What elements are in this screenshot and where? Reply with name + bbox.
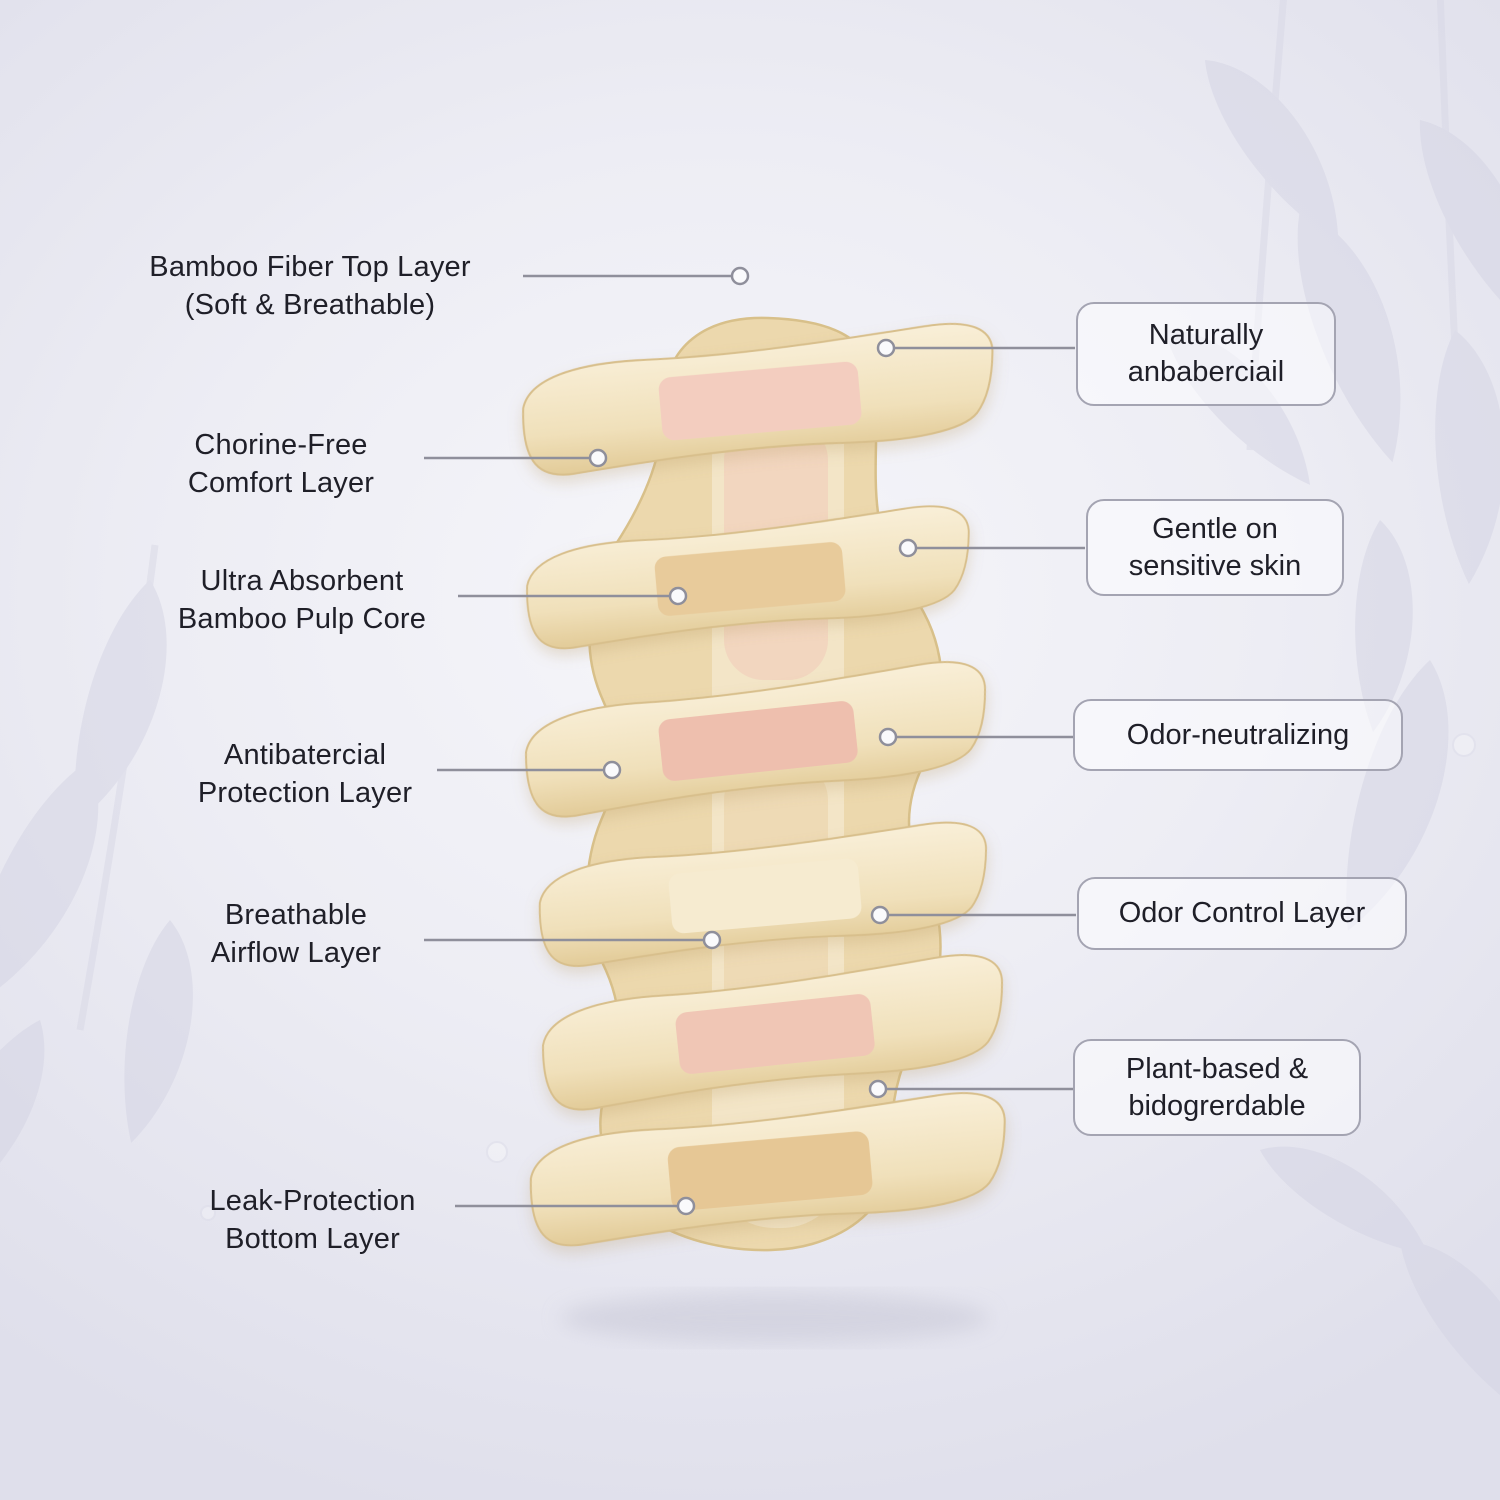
label-line: Leak-Protection (209, 1185, 416, 1217)
badge-line: Odor-neutralizing (1126, 718, 1350, 751)
label-ultra-absorbent-core: Ultra Absorbent Bamboo Pulp Core (142, 562, 462, 638)
label-line: Comfort Layer (187, 467, 375, 499)
badge-line: bidogrerdable (1128, 1089, 1306, 1122)
badge-line: anbaberciail (1127, 356, 1285, 388)
badge-line: Gentle on (1152, 512, 1278, 545)
label-line: Chorine-Free (194, 429, 368, 461)
label-line: Ultra Absorbent (200, 565, 404, 597)
label-antibacterial-protection-layer: Antibatercial Protection Layer (150, 736, 460, 812)
label-line: Bamboo Fiber Top Layer (149, 251, 471, 283)
badge-line: Plant-based & (1125, 1052, 1309, 1085)
badge-line: Odor Control Layer (1118, 897, 1366, 929)
label-line: Airflow Layer (210, 937, 382, 969)
badge-line: sensitive skin (1128, 549, 1302, 582)
feature-badge-gentle-on-skin: Gentle on sensitive skin (1086, 499, 1344, 596)
label-line: Protection Layer (197, 777, 413, 809)
label-chlorine-free-comfort-layer: Chorine-Free Comfort Layer (131, 426, 431, 502)
label-leak-protection-bottom-layer: Leak-Protection Bottom Layer (160, 1182, 465, 1258)
badge-line: Naturally (1148, 319, 1264, 351)
label-line: Breathable (224, 899, 368, 931)
label-breathable-airflow-layer: Breathable Airflow Layer (156, 896, 436, 972)
ground-shadow (560, 1292, 990, 1344)
leader-dots (588, 266, 918, 1216)
label-bamboo-fiber-top-layer: Bamboo Fiber Top Layer (Soft & Breathabl… (120, 248, 500, 324)
label-line: Antibatercial (223, 739, 387, 771)
label-line: Bamboo Pulp Core (177, 603, 427, 635)
feature-badge-plant-based-biodegradable: Plant-based & bidogrerdable (1073, 1039, 1361, 1136)
label-line: Bottom Layer (225, 1223, 400, 1255)
feature-badge-odor-control-layer: Odor Control Layer (1077, 877, 1407, 950)
label-line: (Soft & Breathable) (184, 289, 436, 321)
feature-badge-odor-neutralizing: Odor-neutralizing (1073, 699, 1403, 771)
feature-badge-naturally-antibacterial: Naturally anbaberciail (1076, 302, 1336, 406)
leader-lines (424, 274, 1085, 1208)
